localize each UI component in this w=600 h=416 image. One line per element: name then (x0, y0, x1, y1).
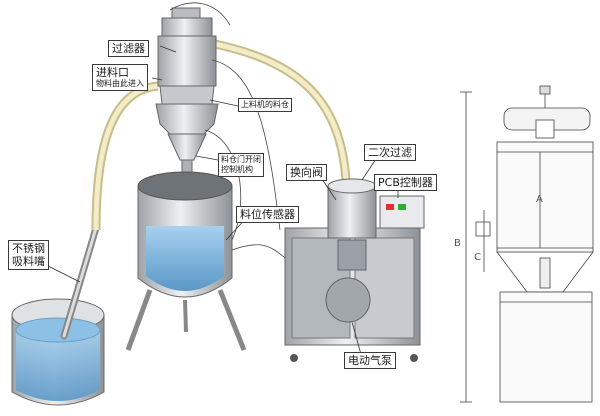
material-bucket (11, 298, 105, 406)
pump-cabinet (284, 195, 425, 362)
vacuum-loader (155, 7, 219, 177)
upper-bin-label: 上料机的料仓 (238, 98, 292, 112)
dimension-a-label: A (536, 194, 543, 205)
dimension-drawing (460, 85, 594, 403)
level-sensor-label: 料位传感器 (236, 206, 299, 223)
hopper-gate-label-line2: 控制机构 (221, 165, 253, 174)
secondary-filter-label: 二次过滤 (364, 144, 416, 161)
inlet-label: 进料口 物料由此进入 (92, 64, 148, 91)
filter-label: 过滤器 (108, 40, 149, 57)
secondary-filter-unit (327, 178, 377, 271)
inlet-label-line1: 进料口 (96, 66, 129, 79)
dimension-b-label: B (454, 238, 461, 249)
suction-nozzle-label-line2: 吸料嘴 (12, 255, 45, 268)
receiving-tank (125, 171, 247, 351)
suction-nozzle-label-line1: 不锈钢 (12, 242, 45, 255)
inlet-label-line2: 物料由此进入 (96, 79, 144, 88)
electric-pump-label: 电动气泵 (344, 352, 396, 369)
pcb-controller-label: PCB控制器 (374, 174, 437, 191)
suction-nozzle-label: 不锈钢 吸料嘴 (8, 240, 49, 270)
hopper-gate-label: 料仓门开闭 控制机构 (218, 153, 264, 177)
signal-wires (169, 2, 286, 259)
reversing-valve-label: 换向阀 (286, 164, 327, 181)
dimension-c-label: C (474, 252, 481, 263)
hopper-gate-label-line1: 料仓门开闭 (221, 155, 261, 164)
